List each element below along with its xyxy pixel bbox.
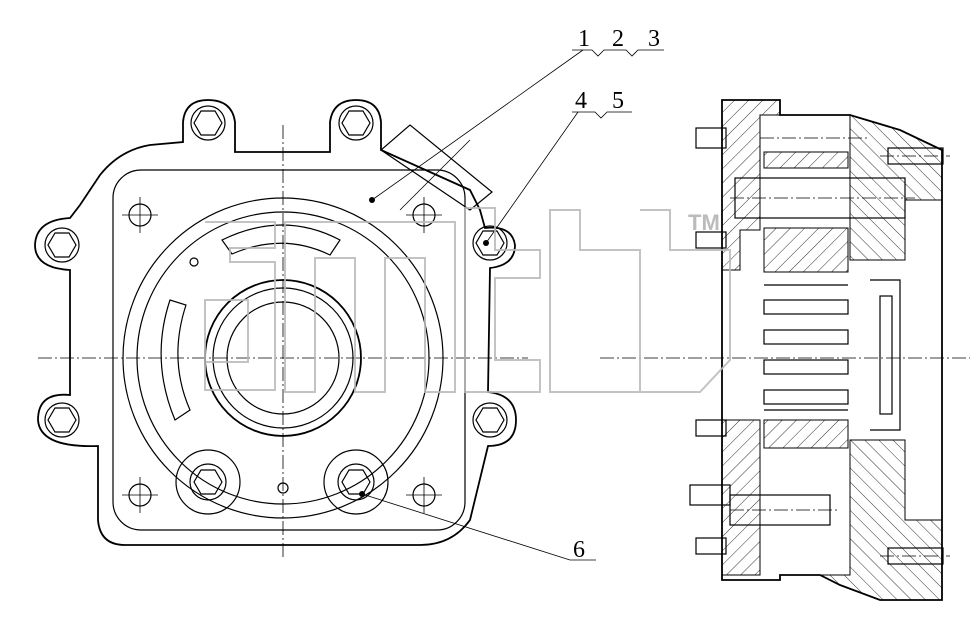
hatched-section <box>721 419 761 576</box>
hatched-gear-top <box>763 227 849 273</box>
flange-square <box>112 169 466 531</box>
port-boss <box>380 124 493 211</box>
bore-circle-inner <box>212 287 354 429</box>
stud-bolt <box>695 537 727 555</box>
flange-bolt-marker <box>122 197 158 233</box>
callout-leader <box>485 111 579 244</box>
callout-2: 2 <box>612 26 624 52</box>
callouts: 1 2 3 4 5 6 <box>359 26 664 563</box>
kidney-port-lower <box>160 299 191 421</box>
hex-bolt-head <box>472 402 508 438</box>
callout-3: 3 <box>648 26 660 52</box>
flange-bolt-marker <box>406 197 442 233</box>
leader-dot <box>369 197 375 203</box>
callout-leader <box>361 493 571 561</box>
gear-teeth <box>763 284 849 411</box>
flange-bolt-marker <box>122 477 158 513</box>
hex-bolt-head <box>323 449 389 515</box>
front-view <box>34 99 528 560</box>
callout-1: 1 <box>578 26 590 52</box>
hex-bolt-head <box>338 105 374 141</box>
body-circle-outer <box>122 197 444 519</box>
stud-bolt <box>695 419 727 437</box>
watermark-mark: TM <box>688 210 720 235</box>
hex-bolt-head <box>175 449 241 515</box>
hatched-section <box>819 439 943 601</box>
stud-bolt <box>695 127 727 149</box>
leader-dot <box>483 240 489 246</box>
callout-leader <box>371 49 584 201</box>
body-circle-mid <box>136 211 430 505</box>
hatched-plate <box>763 151 849 169</box>
flange-bolt-marker <box>406 477 442 513</box>
callout-5: 5 <box>612 88 624 114</box>
hex-bolt-head <box>44 402 80 438</box>
hex-bolt-head <box>472 225 508 261</box>
callout-leader-base <box>572 49 664 57</box>
hatched-gear-bottom <box>763 419 849 449</box>
bearing-seal <box>870 279 901 431</box>
callout-4: 4 <box>575 88 587 114</box>
hex-bolt-head <box>44 227 80 263</box>
callout-leader-base <box>572 111 632 119</box>
shaft-circle <box>226 301 340 415</box>
callout-leader <box>399 139 471 211</box>
watermark-logo: TM <box>204 207 731 393</box>
callout-6: 6 <box>573 537 585 563</box>
leader-dot <box>359 491 365 497</box>
hatched-section <box>721 99 781 271</box>
seal-ring <box>879 295 893 415</box>
stud-bolt <box>695 231 727 249</box>
hatched-section <box>849 114 943 261</box>
hex-bolt-head <box>190 105 226 141</box>
small-hole <box>277 482 289 494</box>
section-view <box>600 99 970 601</box>
kidney-port-upper <box>221 224 341 256</box>
housing-outline <box>34 99 517 546</box>
small-hole <box>189 257 199 267</box>
